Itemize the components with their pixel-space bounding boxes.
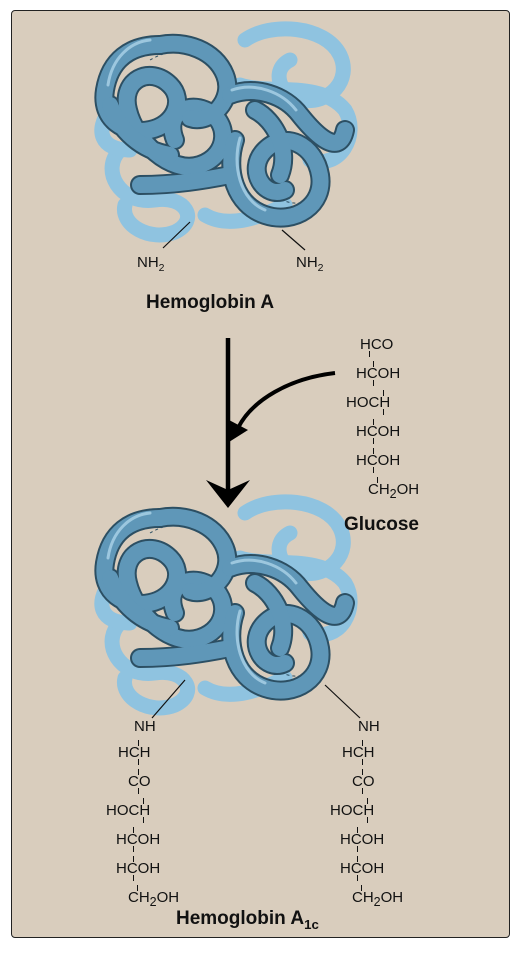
hemoglobin-a-title: Hemoglobin A bbox=[146, 292, 275, 313]
glucose-formula: HCO HCOH HOCH HCOH HCOH CH2OH bbox=[346, 336, 420, 501]
hemoglobin-a-structure bbox=[102, 29, 350, 235]
amine-label-right: NH2 bbox=[296, 254, 324, 274]
hemoglobin-a1c-title: Hemoglobin A1c bbox=[176, 908, 319, 932]
adduct-chain-right: NH HCH CO HOCH HCOH HCOH CH2OH bbox=[330, 718, 404, 909]
glucose-title: Glucose bbox=[344, 514, 419, 535]
hemoglobin-a1c-structure bbox=[102, 502, 350, 708]
glucose-arrow bbox=[236, 371, 336, 429]
amine-label-left: NH2 bbox=[137, 254, 165, 274]
adduct-chain-left: NH HCH CO HOCH HCOH HCOH CH2OH bbox=[106, 718, 180, 909]
